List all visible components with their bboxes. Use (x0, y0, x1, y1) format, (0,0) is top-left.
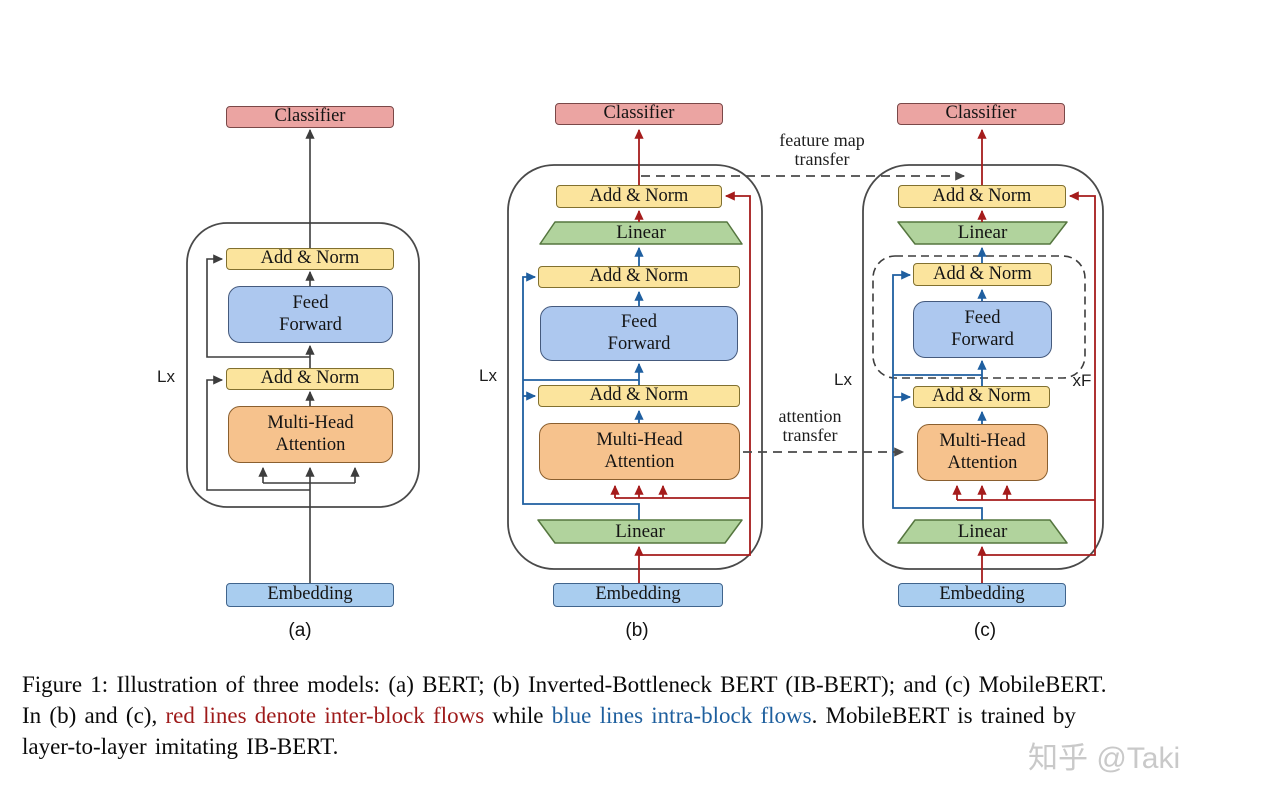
mobilebert-feed-forward-box: Feed Forward (913, 301, 1052, 358)
ibbert-linear-bottom-label: Linear (615, 520, 665, 542)
panel-b-label: (b) (625, 620, 649, 641)
bert-layer-count-label: Lx (157, 367, 175, 386)
bert-multi-head-attention-box: Multi-Head Attention (228, 406, 393, 463)
ibbert-linear-bottom-shape (537, 519, 743, 544)
caption-line2-black-2: while (484, 703, 552, 728)
panel-c-label: (c) (973, 620, 997, 641)
ibbert-layer-count-label: Lx (479, 366, 497, 385)
mobilebert-embedding-box: Embedding (898, 583, 1066, 607)
bert-wires (206, 128, 360, 583)
caption-line-3: layer-to-layer imitating IB-BERT. (22, 734, 339, 759)
ibbert-add-norm-bottom-box: Add & Norm (538, 385, 740, 407)
ibbert-classifier-box: Classifier (555, 103, 723, 125)
ibbert-add-norm-mid-box: Add & Norm (538, 266, 740, 288)
caption-line2-red-phrase: red lines denote inter-block flows (165, 703, 485, 728)
mobilebert-add-norm-top-box: Add & Norm (898, 185, 1066, 208)
mobilebert-linear-top-label: Linear (957, 222, 1008, 243)
feature-map-transfer-label: feature map transfer (779, 130, 865, 170)
caption-line-1: Figure 1: Illustration of three models: … (22, 672, 1107, 697)
bert-embedding-box: Embedding (226, 583, 394, 607)
mobilebert-linear-bottom-label: Linear (957, 520, 1008, 542)
mobilebert-ffn-repeat-label: xF (1072, 371, 1092, 390)
panel-a-label: (a) (288, 620, 312, 641)
mobilebert-linear-top-shape (897, 221, 1068, 245)
mobilebert-add-norm-bottom-box: Add & Norm (913, 386, 1050, 408)
caption-line2-black-1: In (b) and (c), (22, 703, 166, 728)
caption-line2-blue-phrase: blue lines intra-block flows (551, 703, 812, 728)
bert-feed-forward-box: Feed Forward (228, 286, 393, 343)
ibbert-embedding-box: Embedding (553, 583, 723, 607)
bert-classifier-box: Classifier (226, 106, 394, 128)
ibbert-intra-block-wires (522, 246, 644, 520)
mobilebert-inter-block-wires (952, 128, 1096, 583)
mobilebert-intra-block-wires (892, 246, 987, 520)
mobilebert-multi-head-attention-box: Multi-Head Attention (917, 424, 1048, 481)
caption-line-2: In (b) and (c), red lines denote inter-b… (22, 700, 1258, 731)
caption-line2-black-3: . MobileBERT is trained by (811, 703, 1076, 728)
bert-container (186, 222, 420, 508)
ibbert-linear-top-shape (539, 221, 743, 245)
ibbert-feed-forward-box: Feed Forward (540, 306, 738, 361)
bert-add-norm-top-box: Add & Norm (226, 248, 394, 270)
mobilebert-container (862, 164, 1104, 570)
bert-add-norm-bottom-box: Add & Norm (226, 368, 394, 390)
zhihu-watermark: 知乎 @Taki (1028, 742, 1181, 775)
ibbert-container (507, 164, 763, 570)
figure-caption: Figure 1: Illustration of three models: … (22, 669, 1258, 762)
mobilebert-classifier-box: Classifier (897, 103, 1065, 125)
ibbert-multi-head-attention-box: Multi-Head Attention (539, 423, 740, 480)
ibbert-inter-block-wires (610, 128, 751, 583)
linear-trapezoids (537, 221, 1068, 544)
ibbert-linear-top-label: Linear (616, 222, 666, 243)
mobilebert-add-norm-inner-box: Add & Norm (913, 263, 1052, 286)
mobilebert-layer-count-label: Lx (834, 370, 852, 389)
mobilebert-linear-bottom-shape (897, 519, 1068, 544)
transfer-dashed-arrows (641, 171, 966, 457)
ibbert-add-norm-top-box: Add & Norm (556, 185, 722, 208)
attention-transfer-label: attention transfer (778, 406, 842, 446)
encoder-container-outlines (186, 164, 1104, 570)
